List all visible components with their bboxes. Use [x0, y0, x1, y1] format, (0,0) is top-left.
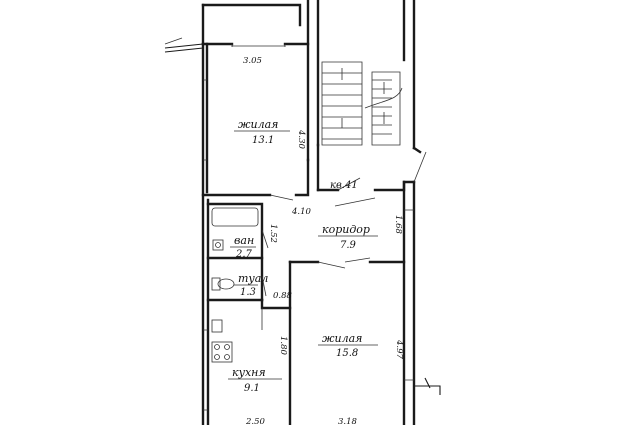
- wc-name: туал: [238, 272, 268, 285]
- kitchen-sink: [211, 319, 223, 333]
- dim-width-living1: 3.05: [243, 56, 262, 66]
- dim-corridor-height: 1.68: [393, 215, 403, 235]
- stove: [211, 341, 233, 363]
- corridor-name: коридор: [322, 223, 370, 236]
- toilet: [217, 278, 235, 290]
- kitchen-name: кухня: [232, 366, 266, 379]
- bath-area: 2.7: [235, 249, 253, 260]
- room-labels: жилая 13.1 коридор 7.9 ван 2.7 туал 1.3 …: [228, 118, 378, 394]
- living2-area: 15.8: [336, 348, 358, 359]
- bathtub: [211, 207, 259, 227]
- dim-height-living1: 4.30: [296, 129, 306, 150]
- living2-name: жилая: [322, 332, 362, 345]
- fixtures: [211, 207, 259, 363]
- living1-area: 13.1: [252, 135, 274, 146]
- windows: [203, 79, 414, 411]
- dim-living2-width: 3.18: [338, 417, 358, 425]
- stair-apartment-label: кв.41: [330, 180, 358, 191]
- dim-kitchen-height: 1.80: [278, 336, 288, 356]
- staircase: [321, 61, 403, 146]
- dim-wc-width: 0.88: [273, 291, 293, 301]
- dim-living2-height: 4.97: [394, 339, 404, 360]
- walls: [164, 0, 441, 425]
- corridor-area: 7.9: [340, 240, 357, 251]
- living1-name: жилая: [238, 118, 278, 131]
- dim-bath-height: 1.52: [268, 224, 278, 243]
- dim-kitchen-width: 2.50: [245, 417, 266, 425]
- dim-corridor-width: 4.10: [291, 207, 312, 217]
- dimension-labels: 3.05 4.30 4.10 1.68 1.52 0.88 1.80 4.97 …: [243, 56, 404, 425]
- doors: [164, 37, 427, 330]
- wc-area: 1.3: [240, 287, 256, 298]
- sink: [212, 239, 224, 251]
- kitchen-area: 9.1: [244, 383, 260, 394]
- bath-name: ван: [234, 234, 254, 247]
